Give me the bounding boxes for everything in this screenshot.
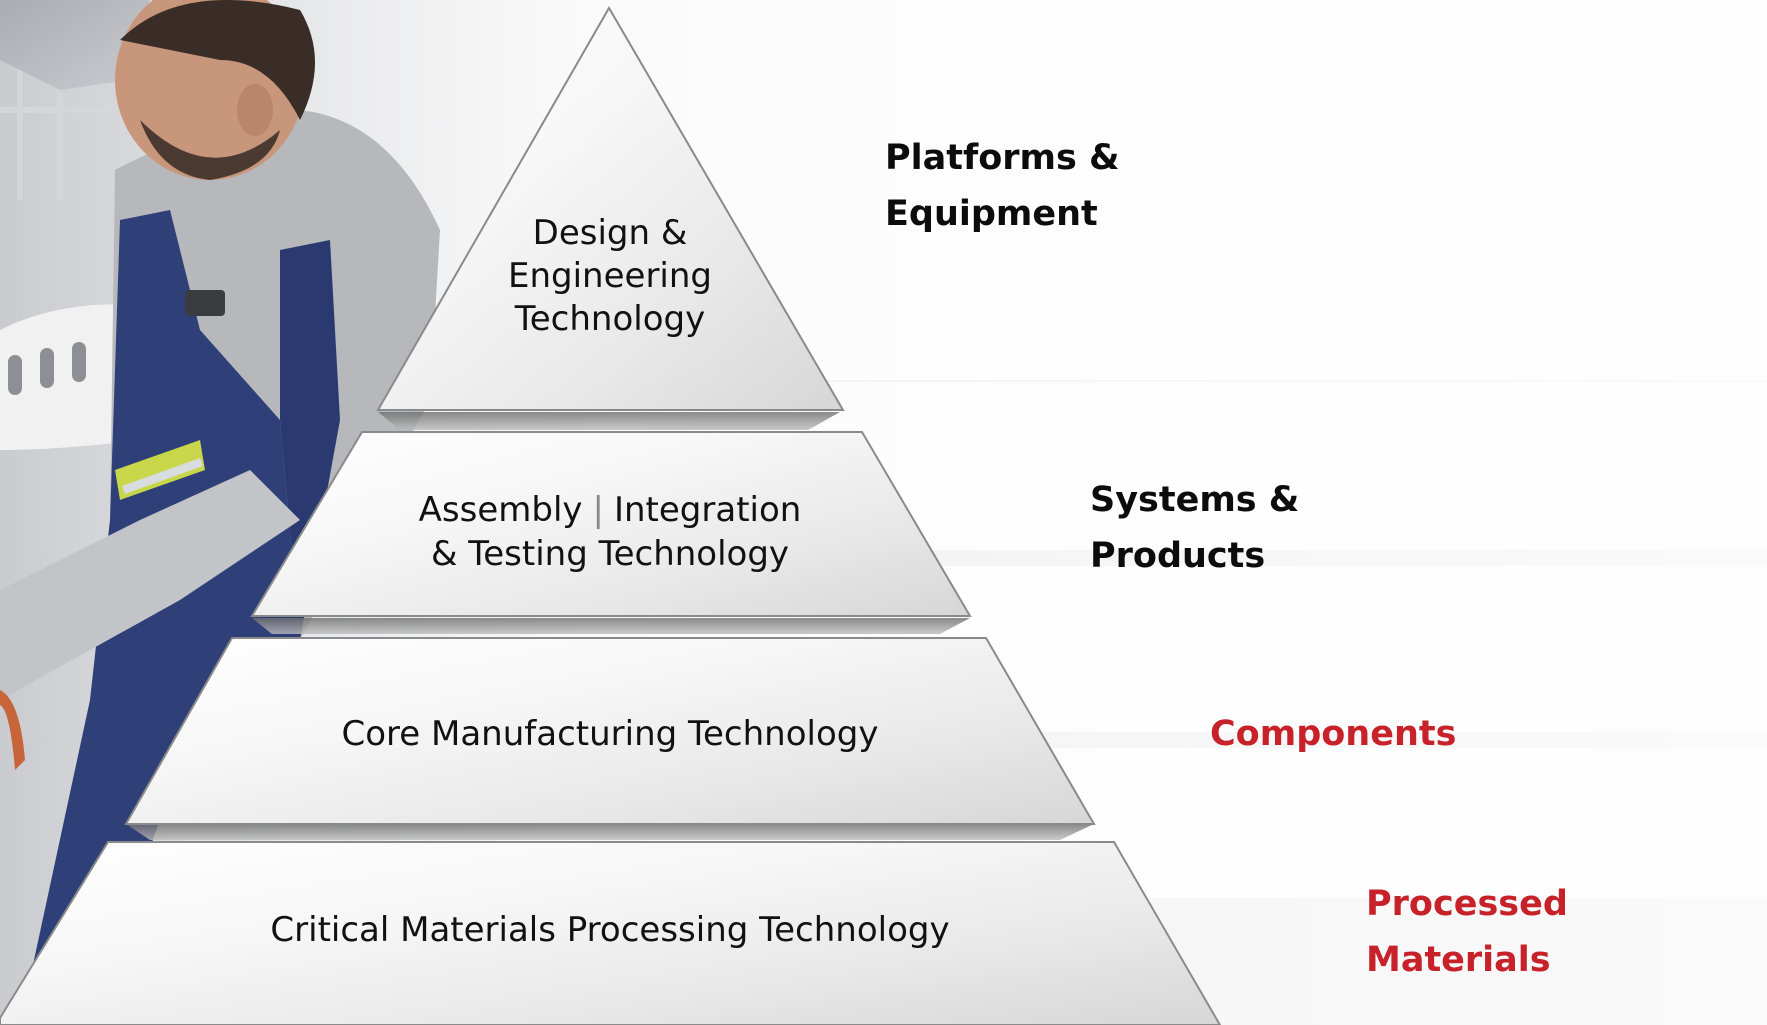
tier2-shape (250, 431, 972, 617)
tier4-shape (0, 841, 1222, 1025)
output-line: Processed (1366, 884, 1568, 924)
tier4-label: Critical Materials Processing Technology (200, 908, 1020, 952)
output-platforms-equipment: Platforms & Equipment (885, 130, 1120, 242)
output-line: Equipment (885, 194, 1098, 234)
tier2-label-line2: & Testing Technology (430, 534, 790, 574)
output-systems-products: Systems & Products (1090, 472, 1299, 584)
output-line: Platforms & (885, 138, 1120, 178)
tier1-label-line: Design & (532, 213, 688, 253)
output-line: Materials (1366, 940, 1551, 980)
output-line: Systems & (1090, 480, 1300, 520)
tier3-label-line: Core Manufacturing Technology (341, 714, 879, 754)
tier3-shape (124, 637, 1096, 825)
tier1-label-line: Engineering (508, 256, 712, 296)
output-line: Products (1090, 536, 1266, 576)
tier2-part2: Integration (613, 490, 802, 530)
tier2-separator: | (592, 490, 604, 530)
tier1-shape (376, 6, 845, 411)
output-processed-materials: Processed Materials (1366, 876, 1568, 988)
tier2-part1: Assembly (418, 490, 583, 530)
output-line: Components (1210, 714, 1457, 754)
tier4-label-line: Critical Materials Processing Technology (270, 910, 950, 950)
tier2-shadow (252, 618, 970, 634)
tier2-label: Assembly|Integration & Testing Technolog… (360, 488, 860, 576)
tier1-label: Design & Engineering Technology (460, 212, 760, 341)
tier3-shadow (126, 824, 1094, 840)
output-components: Components (1210, 706, 1456, 762)
tier3-label: Core Manufacturing Technology (260, 712, 960, 756)
tier1-label-line: Technology (514, 299, 706, 339)
tier1-shadow (378, 412, 840, 430)
tier2-label-line1: Assembly|Integration (360, 488, 860, 532)
